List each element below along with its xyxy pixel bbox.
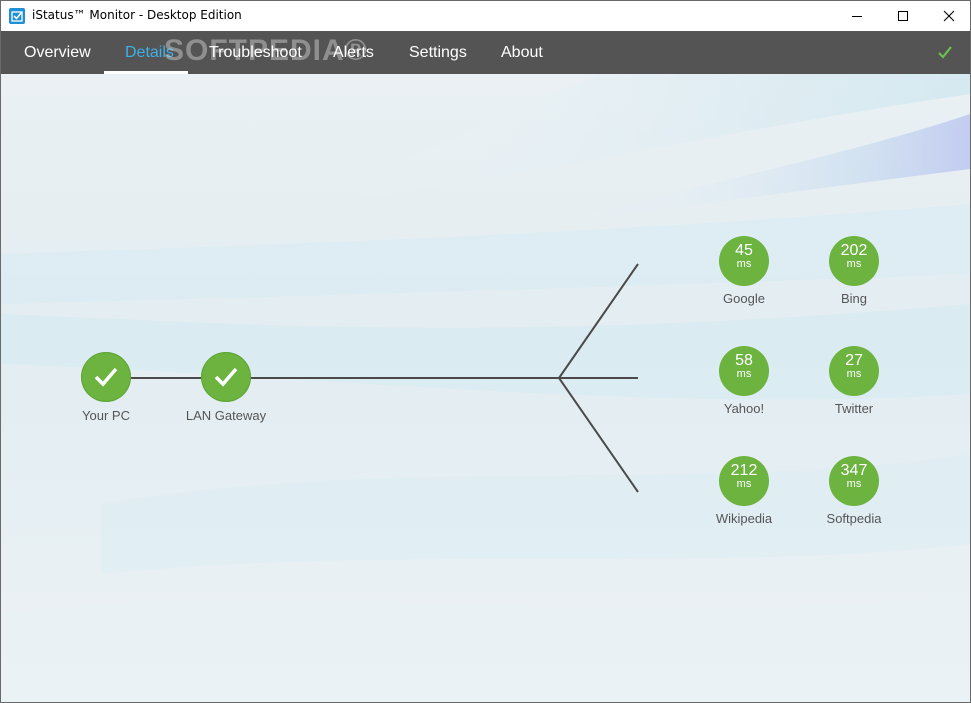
wikipedia-ping-node[interactable]: 212 ms: [719, 456, 769, 506]
twitter-ping-node[interactable]: 27 ms: [829, 346, 879, 396]
google-ping-node[interactable]: 45 ms: [719, 236, 769, 286]
checkmark-icon: [214, 367, 238, 387]
tab-details[interactable]: Details: [125, 44, 174, 61]
google-label: Google: [723, 291, 765, 306]
details-panel: Your PC LAN Gateway 45 ms Google 202 ms …: [1, 74, 970, 702]
yahoo-label: Yahoo!: [723, 401, 765, 416]
your-pc-node[interactable]: [81, 352, 131, 402]
close-icon: [943, 10, 955, 22]
twitter-label: Twitter: [834, 401, 874, 416]
lan-gateway-node[interactable]: [201, 352, 251, 402]
minimize-icon: [852, 16, 862, 17]
checkmark-icon: [94, 367, 118, 387]
softpedia-watermark: SOFTPEDIA®: [164, 34, 368, 67]
checkmark-icon: [938, 46, 952, 59]
ping-unit: ms: [736, 258, 752, 270]
tab-troubleshoot[interactable]: Troubleshoot: [209, 44, 302, 61]
yahoo-ping-node[interactable]: 58 ms: [719, 346, 769, 396]
main-menu-bar: Overview Details SOFTPEDIA® Troubleshoot…: [1, 31, 970, 74]
maximize-button[interactable]: [880, 1, 926, 31]
tab-settings[interactable]: Settings: [409, 44, 467, 61]
ping-unit: ms: [846, 368, 862, 380]
active-tab-indicator: [104, 71, 188, 74]
tab-overview[interactable]: Overview: [24, 44, 91, 61]
app-logo-icon: [9, 8, 25, 24]
ping-value: 212: [730, 462, 758, 479]
minimize-button[interactable]: [834, 1, 880, 31]
bing-label: Bing: [840, 291, 868, 306]
window-title: iStatus™ Monitor - Desktop Edition: [32, 8, 242, 22]
ping-value: 58: [735, 352, 753, 369]
bing-ping-node[interactable]: 202 ms: [829, 236, 879, 286]
softpedia-ping-node[interactable]: 347 ms: [829, 456, 879, 506]
lan-gateway-label: LAN Gateway: [185, 408, 267, 423]
network-path-lines: [129, 263, 639, 493]
maximize-icon: [898, 11, 908, 21]
ping-value: 27: [845, 352, 863, 369]
ping-unit: ms: [846, 258, 862, 270]
softpedia-label: Softpedia: [826, 511, 882, 526]
ping-value: 202: [840, 242, 868, 259]
tab-about[interactable]: About: [501, 44, 543, 61]
close-button[interactable]: [926, 1, 970, 31]
tab-alerts[interactable]: Alerts: [333, 44, 374, 61]
wikipedia-label: Wikipedia: [715, 511, 773, 526]
ping-unit: ms: [846, 478, 862, 490]
ping-unit: ms: [736, 368, 752, 380]
ping-value: 347: [840, 462, 868, 479]
your-pc-label: Your PC: [82, 408, 130, 423]
ping-unit: ms: [736, 478, 752, 490]
ping-value: 45: [735, 242, 753, 259]
title-bar[interactable]: iStatus™ Monitor - Desktop Edition: [1, 1, 970, 31]
